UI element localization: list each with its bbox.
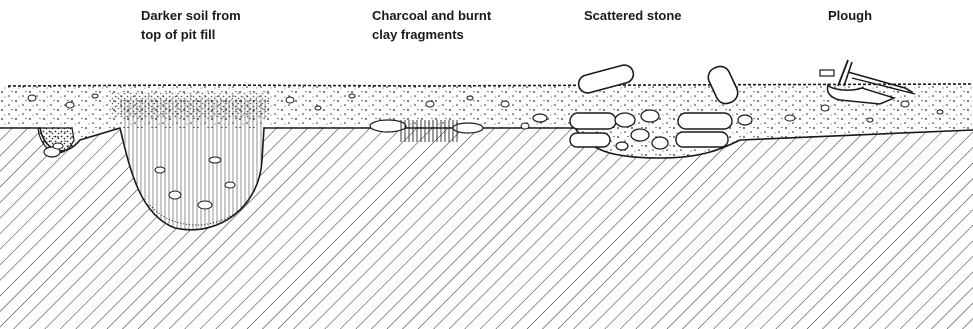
stone-label-line1: Scattered stone xyxy=(584,6,682,25)
charcoal-label-line1: Charcoal and burnt xyxy=(372,6,491,25)
pit-fill-label: Darker soil from top of pit fill xyxy=(141,6,241,44)
stone-label: Scattered stone xyxy=(584,6,682,25)
plough-label: Plough xyxy=(828,6,872,25)
charcoal-label: Charcoal and burnt clay fragments xyxy=(372,6,491,44)
darker-soil-band xyxy=(110,92,270,118)
plough-label-line1: Plough xyxy=(828,6,872,25)
charcoal-label-line2: clay fragments xyxy=(372,25,491,44)
pit-fill-label-line1: Darker soil from xyxy=(141,6,241,25)
pit-fill-label-line2: top of pit fill xyxy=(141,25,241,44)
